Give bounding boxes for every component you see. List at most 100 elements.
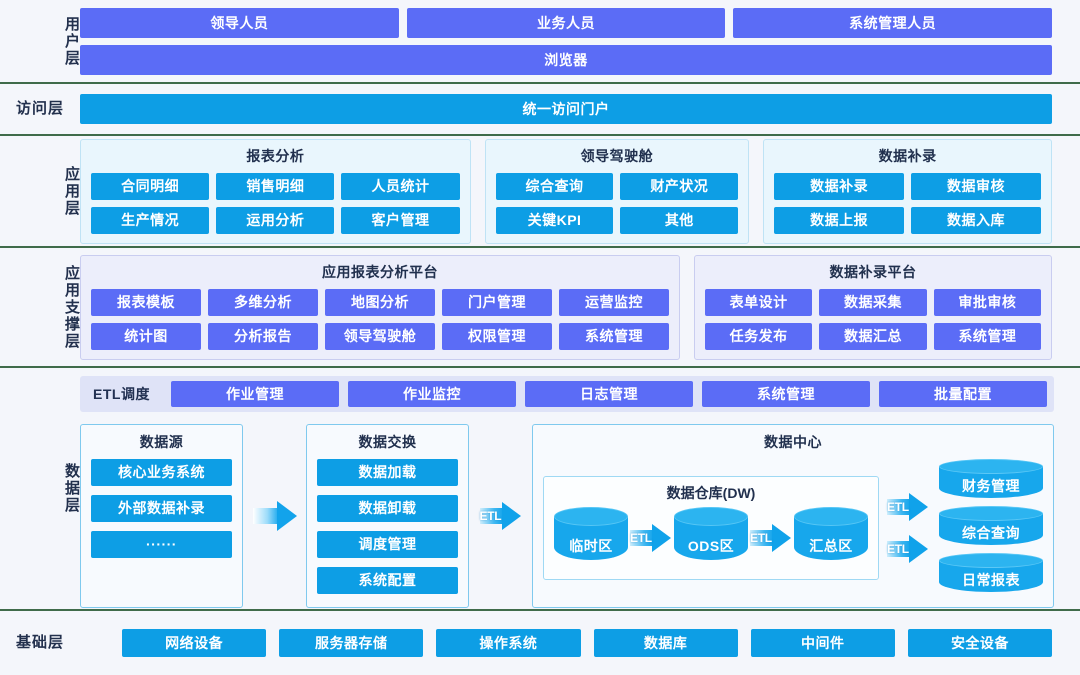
data-warehouse-box: 数据仓库(DW) 临时区 ETL [543, 475, 879, 580]
data-center-inner: 数据仓库(DW) 临时区 ETL [543, 458, 1043, 597]
data-source-chip[interactable]: ······ [91, 530, 232, 558]
support-item-chip[interactable]: 地图分析 [324, 288, 435, 316]
data-exchange-items: 数据加载 数据卸载 调度管理 系统配置 [317, 458, 458, 597]
data-flow: 数据源 核心业务系统 外部数据补录 ······ 数据交换 [80, 423, 1054, 608]
user-roles-row: 领导人员 业务人员 系统管理人员 [80, 7, 1053, 38]
etl-arrow-label: ETL [630, 530, 652, 545]
browser-chip[interactable]: 浏览器 [80, 44, 1052, 75]
etl-arrow-label: ETL [479, 508, 502, 523]
base-item-chip[interactable]: 安全设备 [907, 629, 1053, 657]
etl-schedule-chip[interactable]: 日志管理 [524, 380, 693, 407]
db-cylinder-temp[interactable]: 临时区 [554, 506, 628, 569]
app-item-chip[interactable]: 客户管理 [341, 206, 460, 234]
data-center-outputs: 财务管理 综合查询 日常报表 [939, 458, 1043, 597]
portal-chip[interactable]: 统一访问门户 [80, 94, 1052, 124]
data-exchange-chip[interactable]: 调度管理 [317, 530, 458, 558]
data-exchange-chip[interactable]: 数据加载 [317, 458, 458, 486]
support-item-chip[interactable]: 门户管理 [441, 288, 552, 316]
group-items: 合同明细 销售明细 人员统计 生产情况 运用分析 客户管理 [91, 172, 460, 234]
layer-body-support: 应用报表分析平台 报表模板 多维分析 地图分析 门户管理 运营监控 统计图 分析… [80, 254, 1080, 360]
support-item-chip[interactable]: 分析报告 [207, 322, 318, 350]
data-source-chip[interactable]: 核心业务系统 [91, 458, 232, 486]
app-item-chip[interactable]: 生产情况 [91, 206, 210, 234]
support-item-chip[interactable]: 统计图 [91, 322, 201, 350]
panel-title: 数据中心 [764, 433, 822, 450]
app-item-chip[interactable]: 合同明细 [91, 172, 210, 200]
app-item-chip[interactable]: 销售明细 [216, 172, 335, 200]
data-warehouse-zones: 临时区 ETL ODS区 [554, 506, 868, 569]
data-warehouse-title: 数据仓库(DW) [666, 484, 756, 501]
layer-support: 应用支撑层 应用报表分析平台 报表模板 多维分析 地图分析 门户管理 运营监控 … [0, 246, 1080, 366]
support-item-chip[interactable]: 领导驾驶舱 [324, 322, 435, 350]
etl-schedule-chip[interactable]: 作业监控 [347, 380, 516, 407]
panel-title: 数据交换 [358, 433, 417, 450]
group-items: 表单设计 数据采集 审批审核 任务发布 数据汇总 系统管理 [704, 288, 1041, 350]
base-item-chip[interactable]: 网络设备 [122, 629, 267, 657]
user-browser-row: 浏览器 [80, 44, 1052, 75]
base-item-chip[interactable]: 操作系统 [436, 629, 581, 657]
output-cylinder-label: 综合查询 [962, 524, 1020, 541]
data-source-chip[interactable]: 外部数据补录 [91, 494, 232, 522]
base-item-chip[interactable]: 服务器存储 [279, 629, 424, 657]
support-item-chip[interactable]: 系统管理 [933, 322, 1041, 350]
group-title: 报表分析 [246, 147, 305, 164]
user-role-chip[interactable]: 业务人员 [406, 7, 726, 38]
app-item-chip[interactable]: 人员统计 [341, 172, 460, 200]
db-cylinder-label: ODS区 [687, 537, 735, 554]
app-item-chip[interactable]: 关键KPI [495, 206, 614, 234]
layer-access: 访问层 统一访问门户 [0, 82, 1080, 134]
output-cylinder-label: 财务管理 [962, 477, 1020, 494]
support-item-chip[interactable]: 数据采集 [819, 288, 927, 316]
etl-arrow-icon: ETL [887, 534, 929, 563]
right-arrow-icon [252, 500, 297, 531]
support-group-entry-platform: 数据补录平台 表单设计 数据采集 审批审核 任务发布 数据汇总 系统管理 [693, 254, 1052, 360]
etl-schedule-chip[interactable]: 批量配置 [879, 380, 1048, 407]
output-cylinder-report[interactable]: 日常报表 [939, 552, 1043, 597]
etl-schedule-chip[interactable]: 系统管理 [702, 380, 871, 407]
etl-arrow-icon: ETL [479, 501, 522, 530]
layer-label-base: 基础层 [15, 633, 64, 651]
support-item-chip[interactable]: 审批审核 [933, 288, 1041, 316]
output-cylinder-query[interactable]: 综合查询 [939, 505, 1043, 550]
support-group-report-platform: 应用报表分析平台 报表模板 多维分析 地图分析 门户管理 运营监控 统计图 分析… [80, 254, 680, 360]
etl-arrow-label: ETL [887, 499, 909, 514]
app-item-chip[interactable]: 其他 [620, 206, 739, 234]
support-item-chip[interactable]: 权限管理 [441, 322, 552, 350]
app-item-chip[interactable]: 数据审核 [911, 172, 1041, 200]
base-item-chip[interactable]: 中间件 [750, 629, 895, 657]
support-item-chip[interactable]: 数据汇总 [819, 322, 927, 350]
user-role-chip[interactable]: 系统管理人员 [733, 7, 1053, 38]
layer-label-support: 应用支撑层 [63, 264, 80, 350]
app-item-chip[interactable]: 财产状况 [620, 172, 739, 200]
support-item-chip[interactable]: 报表模板 [91, 288, 201, 316]
layer-body-data: ETL调度 作业管理 作业监控 日志管理 系统管理 批量配置 数据源 核心业务系… [80, 370, 1080, 608]
panel-title: 数据源 [139, 433, 184, 450]
support-item-chip[interactable]: 表单设计 [704, 288, 813, 316]
user-role-chip[interactable]: 领导人员 [80, 7, 399, 38]
support-item-chip[interactable]: 运营监控 [558, 288, 669, 316]
panel-data-exchange: 数据交换 数据加载 数据卸载 调度管理 系统配置 [306, 423, 469, 608]
support-item-chip[interactable]: 系统管理 [558, 322, 669, 350]
data-exchange-chip[interactable]: 系统配置 [317, 566, 458, 594]
support-item-chip[interactable]: 任务发布 [704, 322, 813, 350]
base-item-chip[interactable]: 数据库 [593, 629, 738, 657]
base-items-row: 网络设备 服务器存储 操作系统 数据库 中间件 安全设备 [122, 629, 1053, 657]
db-cylinder-label: 汇总区 [809, 537, 853, 554]
layer-application: 应用层 报表分析 合同明细 销售明细 人员统计 生产情况 运用分析 客户管理 领… [0, 134, 1080, 246]
app-group-report: 报表分析 合同明细 销售明细 人员统计 生产情况 运用分析 客户管理 [80, 138, 471, 244]
app-item-chip[interactable]: 数据补录 [774, 172, 905, 200]
app-item-chip[interactable]: 数据上报 [774, 206, 905, 234]
app-item-chip[interactable]: 综合查询 [495, 172, 614, 200]
app-item-chip[interactable]: 数据入库 [911, 206, 1041, 234]
support-item-chip[interactable]: 多维分析 [207, 288, 318, 316]
panel-data-source: 数据源 核心业务系统 外部数据补录 ······ [80, 423, 243, 608]
etl-schedule-chip[interactable]: 作业管理 [170, 380, 339, 407]
db-cylinder-ods[interactable]: ODS区 [674, 506, 748, 569]
output-cylinder-finance[interactable]: 财务管理 [939, 458, 1043, 503]
layer-user: 用户层 领导人员 业务人员 系统管理人员 浏览器 [0, 0, 1080, 82]
app-item-chip[interactable]: 运用分析 [216, 206, 335, 234]
layer-data: 数据层 ETL调度 作业管理 作业监控 日志管理 系统管理 批量配置 数据源 核… [0, 366, 1080, 609]
db-cylinder-summary[interactable]: 汇总区 [794, 506, 868, 569]
data-exchange-chip[interactable]: 数据卸载 [317, 494, 458, 522]
